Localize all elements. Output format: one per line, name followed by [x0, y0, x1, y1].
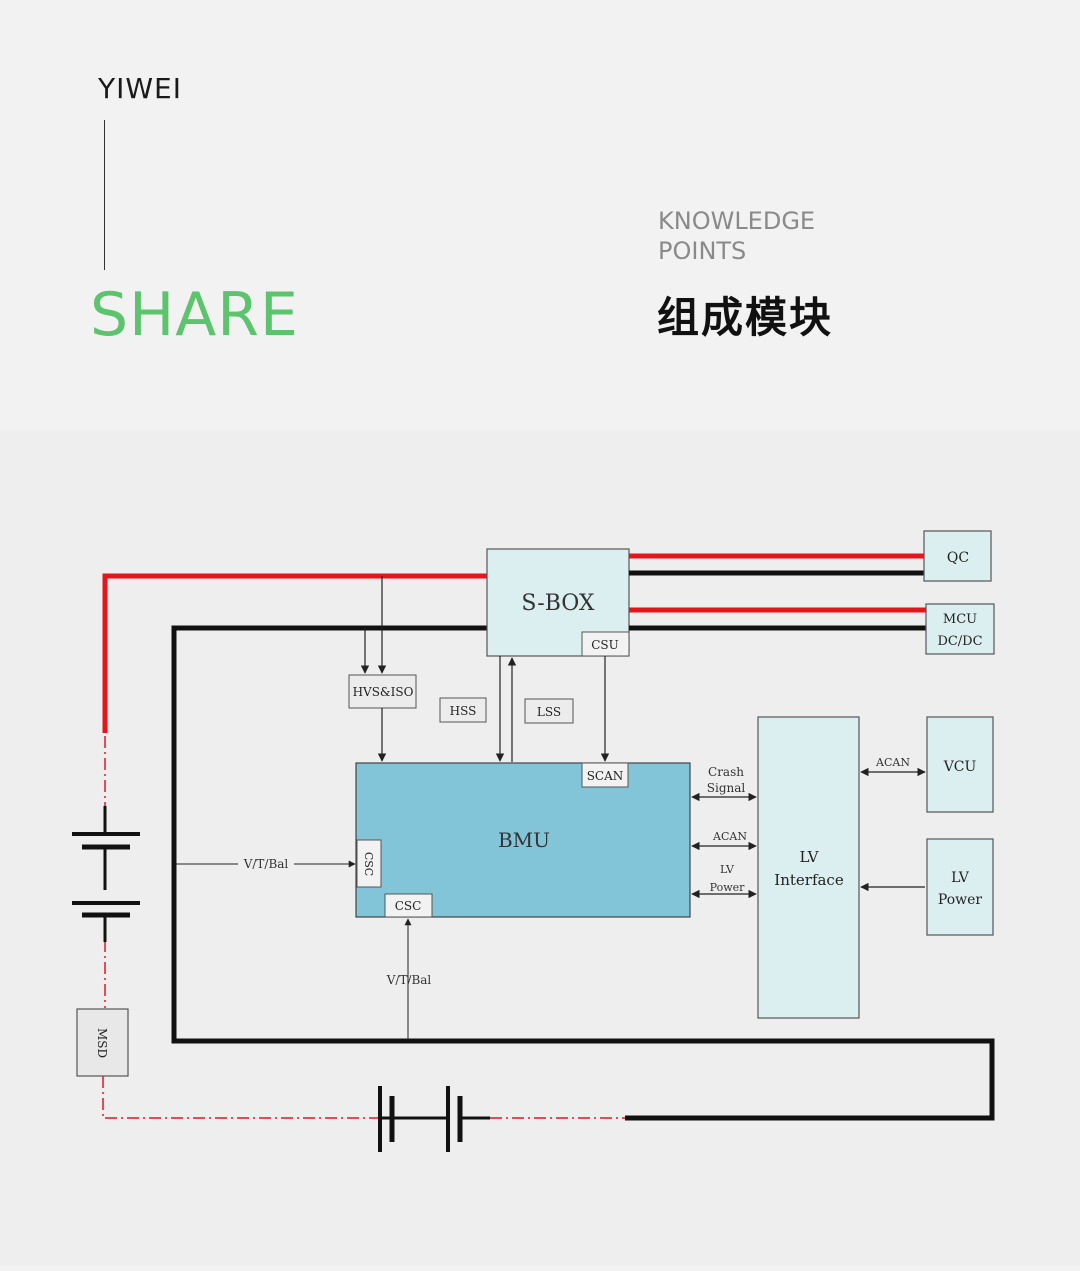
s-box-label: S-BOX — [521, 591, 595, 616]
lss-box — [524, 698, 574, 724]
lv-power-small-line2: Power — [710, 881, 746, 894]
lv-power-box — [926, 838, 994, 936]
hv-positive-line — [102, 573, 487, 733]
bmu-label: BMU — [498, 828, 550, 852]
vtbal-left-label-bg — [238, 856, 294, 872]
hss-label: HSS — [450, 704, 477, 718]
bms-diagram: MSD S-BOX CSU QC MCU DC/DC HVS&ISO HSS L… — [0, 430, 1080, 1266]
csc-side-box — [356, 839, 382, 888]
qc-box — [923, 530, 992, 582]
msd-box — [76, 1008, 129, 1077]
brand-name: YIWEI — [98, 72, 182, 105]
lss-label: LSS — [537, 705, 561, 719]
battery-cell-bottom-left — [378, 1086, 448, 1152]
crash-label-line2: Signal — [707, 781, 746, 795]
msd-label: MSD — [95, 1028, 109, 1058]
lv-power-small-line1: LV — [720, 863, 735, 876]
lv-power-label-line2: Power — [938, 892, 983, 908]
mcu-label-line2: DC/DC — [937, 634, 982, 649]
hv-dashed-bottom — [102, 1076, 380, 1119]
vtbal-left-label: V/T/Bal — [243, 857, 289, 871]
vcu-label: VCU — [943, 759, 977, 775]
csu-label: CSU — [591, 638, 619, 652]
battery-cell-bottom-right — [446, 1086, 490, 1152]
csc-bottom-box — [384, 893, 433, 918]
lv-interface-label-line2: Interface — [774, 871, 844, 889]
share-heading: SHARE — [90, 280, 299, 350]
acan-right-label: ACAN — [875, 756, 910, 769]
bms-diagram-svg: MSD S-BOX CSU QC MCU DC/DC HVS&ISO HSS L… — [72, 530, 995, 1152]
mcu-dcdc-box — [925, 603, 995, 655]
vcu-box — [926, 716, 994, 813]
acan-mid-label: ACAN — [712, 830, 747, 843]
hvs-iso-box — [348, 674, 417, 709]
knowledge-points-label: KNOWLEDGE POINTS — [658, 206, 815, 266]
hv-negative-loop — [171, 625, 995, 1121]
qc-label: QC — [947, 550, 969, 566]
mcu-label-line1: MCU — [943, 612, 977, 627]
hvs-iso-label: HVS&ISO — [353, 685, 414, 699]
scan-label: SCAN — [587, 769, 624, 783]
crash-label-line1: Crash — [708, 765, 744, 779]
csu-box — [581, 631, 630, 657]
battery-cell-left-top — [72, 806, 140, 890]
vtbal-bottom-label: V/T/Bal — [386, 973, 432, 987]
knowledge-line-2: POINTS — [658, 237, 747, 265]
section-title: 组成模块 — [657, 293, 834, 342]
hss-box — [439, 697, 487, 723]
battery-cell-left-bottom — [72, 901, 140, 942]
divider-line — [104, 120, 105, 270]
bmu-box — [355, 762, 691, 918]
knowledge-line-1: KNOWLEDGE — [658, 207, 816, 235]
csc-side-label: CSC — [362, 852, 375, 876]
scan-box — [581, 762, 629, 788]
lv-interface-label-line1: LV — [799, 848, 819, 866]
csc-bottom-label: CSC — [395, 899, 422, 913]
lv-interface-box — [757, 716, 860, 1019]
lv-power-label-line1: LV — [951, 870, 970, 886]
header-section: YIWEI SHARE KNOWLEDGE POINTS 组成模块 — [0, 0, 1080, 430]
